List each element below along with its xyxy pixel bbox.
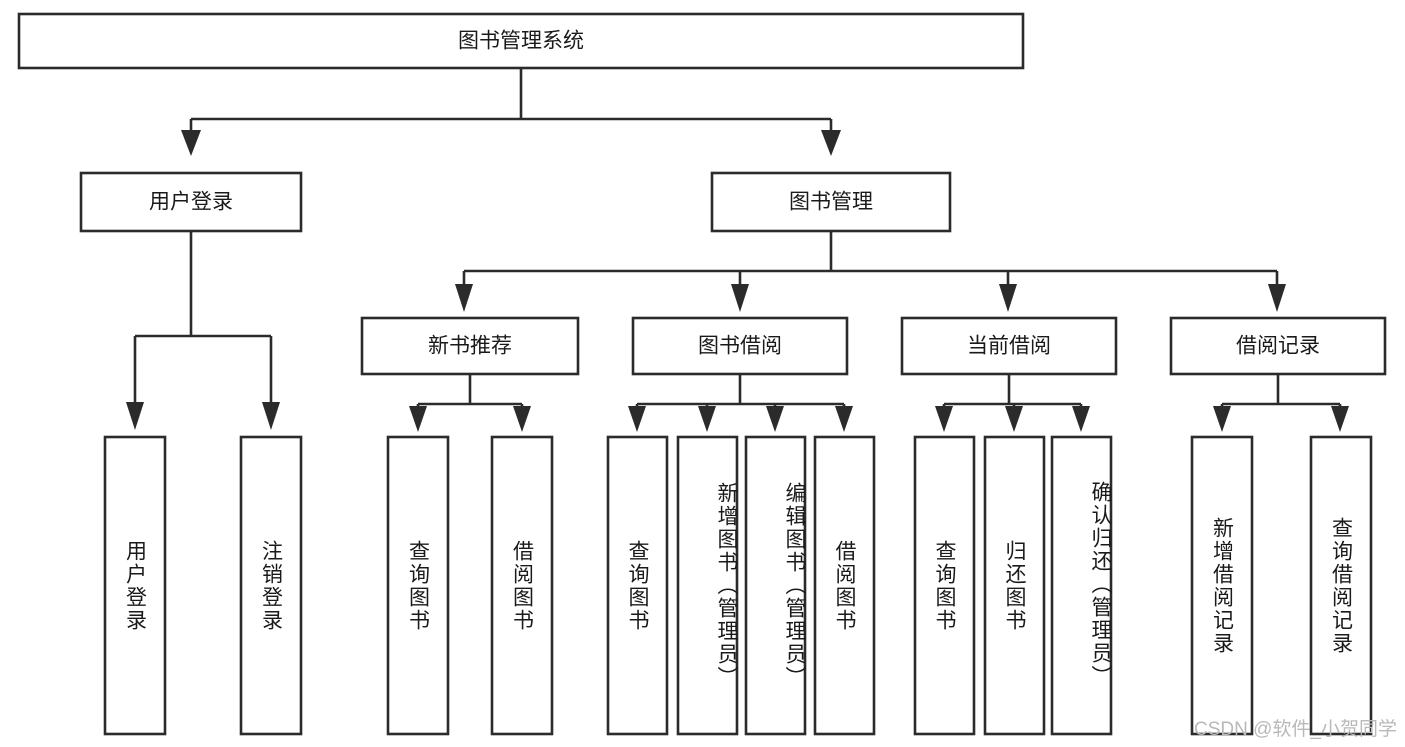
arrowhead-leaf-user-login-icon (126, 402, 144, 430)
arrowhead-leaf-borrow-book-1-icon (513, 406, 531, 432)
node-root-box[interactable] (17, 12, 1025, 70)
node-book-borrow-box[interactable] (631, 316, 849, 376)
arrowhead-leaf-return-book-icon (1005, 406, 1023, 432)
arrowhead-leaf-borrow-book-2-icon (835, 406, 853, 432)
arrowhead-leaf-query-book-2-icon (628, 406, 646, 432)
arrowhead-leaf-add-record-icon (1213, 406, 1231, 432)
leaf-query-book-3-box[interactable] (913, 435, 976, 736)
node-book-borrow-label: 图书借阅 (698, 335, 782, 358)
arrowhead-leaf-add-book-icon (698, 406, 716, 432)
arrowhead-userlogin-icon (181, 130, 201, 156)
arrowhead-borrow-record-icon (1268, 284, 1286, 312)
leaf-query-book-1-box[interactable] (386, 435, 450, 736)
arrowhead-leaf-query-book-1-icon (409, 406, 427, 432)
arrowhead-leaf-query-book-3-icon (935, 406, 953, 432)
csdn-watermark: CSDN @软件_小贺同学 (1194, 719, 1397, 740)
node-new-book-recommend-box[interactable] (360, 316, 580, 376)
leaf-query-book-2-box[interactable] (606, 435, 669, 736)
arrowhead-new-book-recommend-icon (455, 284, 473, 312)
leaf-borrow-book-1-box[interactable] (490, 435, 554, 736)
node-user-login-label: 用户登录 (149, 191, 233, 214)
leaf-query-record-box[interactable] (1309, 435, 1373, 736)
node-current-borrow-box[interactable] (900, 316, 1118, 376)
node-borrow-record-box[interactable] (1169, 316, 1387, 376)
leaf-logout-box[interactable] (239, 435, 303, 736)
arrowhead-bookmgmt-icon (821, 130, 841, 156)
leaf-confirm-return-box[interactable] (1050, 435, 1113, 736)
leaf-add-book-box[interactable] (676, 435, 739, 736)
node-new-book-recommend-label: 新书推荐 (428, 335, 512, 358)
node-book-management-label: 图书管理 (789, 191, 873, 214)
leaf-user-login-box[interactable] (103, 435, 167, 736)
arrowhead-leaf-logout-icon (262, 402, 280, 430)
leaf-add-record-box[interactable] (1190, 435, 1254, 736)
arrowhead-current-borrow-icon (999, 284, 1017, 312)
node-root-label: 图书管理系统 (458, 30, 584, 53)
arrowhead-leaf-query-record-icon (1331, 406, 1349, 432)
leaf-return-book-box[interactable] (983, 435, 1046, 736)
arrowhead-leaf-edit-book-icon (766, 406, 784, 432)
node-book-management-box[interactable] (710, 171, 952, 233)
node-borrow-record-label: 借阅记录 (1236, 335, 1320, 358)
leaf-edit-book-box[interactable] (744, 435, 807, 736)
arrowhead-leaf-confirm-return-icon (1072, 406, 1090, 432)
leaf-borrow-book-2-box[interactable] (813, 435, 876, 736)
node-current-borrow-label: 当前借阅 (967, 335, 1051, 358)
arrowhead-book-borrow-icon (731, 284, 749, 312)
